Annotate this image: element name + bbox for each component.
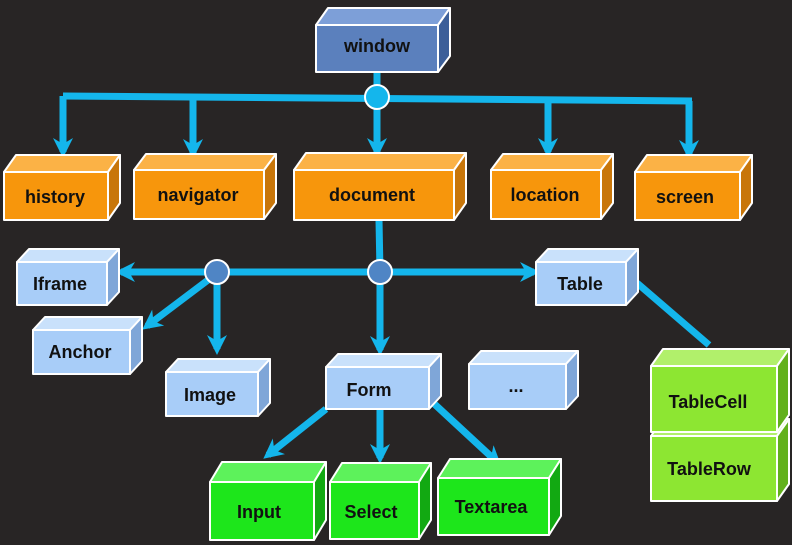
box-front: [634, 171, 741, 221]
box-top: [468, 350, 579, 365]
box-top: [437, 458, 562, 479]
box-front: [650, 365, 778, 433]
box-front: [325, 366, 430, 410]
box-front: [165, 371, 259, 417]
node-anchor: Anchor: [32, 316, 143, 375]
node-location: location: [490, 153, 614, 220]
node-select: Select: [329, 462, 432, 540]
connectors: [53, 70, 712, 467]
junction-document-center: [367, 259, 393, 285]
box-top: [329, 462, 432, 483]
connector-to-tablecell: [634, 280, 712, 348]
box-front: [315, 24, 439, 73]
node-table: Table: [535, 248, 639, 306]
box-top: [32, 316, 143, 331]
box-top: [165, 358, 271, 373]
node-tablecell: TableCell: [650, 348, 790, 433]
connector-to-input: [263, 406, 329, 459]
connector-to-textarea: [426, 396, 502, 467]
box-front: [329, 481, 420, 540]
box-top: [325, 353, 442, 368]
box-top: [315, 7, 451, 26]
box-front: [490, 169, 602, 220]
node-label: window: [343, 36, 411, 56]
node-window: window: [315, 7, 451, 73]
box-front: [209, 481, 315, 541]
node-label: Image: [184, 385, 236, 405]
node-label: TableCell: [669, 392, 748, 412]
box-top: [3, 154, 121, 173]
node-image: Image: [165, 358, 271, 417]
node-label: Textarea: [455, 497, 529, 517]
box-top: [209, 461, 327, 483]
node-label: Anchor: [49, 342, 112, 362]
box-front: [293, 169, 455, 221]
node-label: Iframe: [33, 274, 87, 294]
box-front: [16, 261, 108, 306]
junction-document-left: [204, 259, 230, 285]
box-top: [490, 153, 614, 171]
node-screen: screen: [634, 154, 753, 221]
box-front: [437, 477, 550, 536]
node-input: Input: [209, 461, 327, 541]
node-ellipsis: ...: [468, 350, 579, 410]
node-textarea: Textarea: [437, 458, 562, 536]
node-form: Form: [325, 353, 442, 410]
connector-to-anchor: [142, 271, 219, 330]
box-front: [468, 363, 567, 410]
node-label: navigator: [157, 185, 238, 205]
box-top: [535, 248, 639, 263]
node-label: Table: [557, 274, 603, 294]
junction-window: [364, 84, 390, 110]
box-front: [535, 261, 627, 306]
box-front: [133, 169, 265, 220]
box-top: [293, 152, 467, 171]
node-history: history: [3, 154, 121, 221]
node-label: TableRow: [667, 459, 752, 479]
box-front: [32, 329, 131, 375]
node-document: document: [293, 152, 467, 221]
node-label: document: [329, 185, 415, 205]
node-label: Input: [237, 502, 281, 522]
node-label: location: [510, 185, 579, 205]
node-iframe: Iframe: [16, 248, 120, 306]
box-front: [650, 435, 778, 502]
box-top: [133, 153, 277, 171]
box-top: [634, 154, 753, 173]
box-front: [3, 171, 109, 221]
node-label: history: [25, 187, 85, 207]
junctions: [204, 84, 393, 285]
node-label: screen: [656, 187, 714, 207]
node-label: ...: [508, 376, 523, 396]
box-top: [650, 348, 790, 367]
node-navigator: navigator: [133, 153, 277, 220]
box-top: [16, 248, 120, 263]
node-label: Select: [344, 502, 397, 522]
node-label: Form: [347, 380, 392, 400]
